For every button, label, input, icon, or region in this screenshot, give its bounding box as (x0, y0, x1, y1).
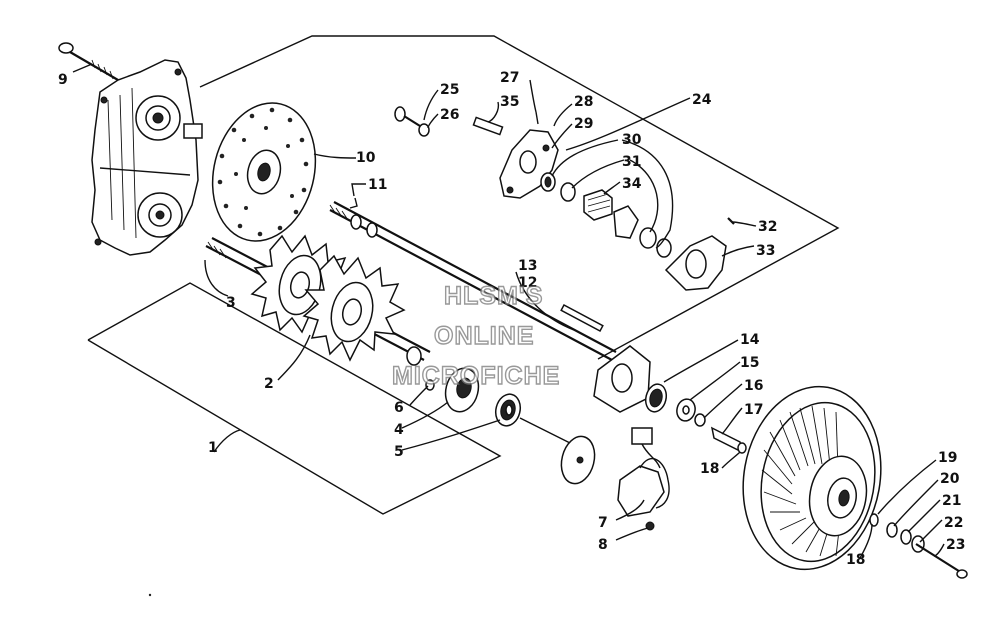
callout-13: 13 (518, 258, 537, 274)
watermark-line-3: MICROFICHE (392, 362, 560, 390)
leader-lines (72, 63, 945, 559)
callout-16: 16 (744, 378, 763, 394)
jackshaft-13 (329, 197, 617, 361)
callout-21: 21 (942, 493, 961, 509)
assembly-bracket-1 (87, 282, 502, 515)
pin-35 (472, 116, 504, 136)
callout-18a: 18 (700, 461, 719, 477)
callout-17: 17 (744, 402, 763, 418)
callout-15: 15 (740, 355, 759, 371)
seal-16 (694, 413, 706, 427)
watermark-line-1: HLSM'S (444, 282, 543, 310)
caliper-housing-33 (664, 235, 727, 291)
callout-26: 26 (440, 107, 459, 123)
speed-sensor-7 (617, 427, 670, 517)
seal-30-31 (540, 172, 576, 202)
callout-18b: 18 (846, 552, 865, 568)
callout-7: 7 (598, 515, 608, 531)
callout-35: 35 (500, 94, 519, 110)
callout-4: 4 (394, 422, 404, 438)
key-12 (560, 304, 604, 332)
brake-pad-34 (583, 189, 639, 239)
spacer-17 (710, 426, 747, 454)
callout-5: 5 (394, 444, 404, 460)
bleeder-32 (727, 217, 735, 225)
watermark: HLSM'S ONLINE MICROFICHE (391, 281, 560, 390)
track-drive-sprockets-2 (250, 234, 406, 362)
washers-19-22 (869, 513, 925, 553)
callout-20: 20 (940, 471, 960, 487)
bolt-23 (915, 543, 968, 579)
callout-1: 1 (208, 440, 218, 456)
callout-3: 3 (226, 295, 236, 311)
callout-11: 11 (368, 177, 387, 193)
washer-26 (418, 123, 430, 137)
callout-12: 12 (518, 275, 537, 291)
callout-27: 27 (500, 70, 519, 86)
callout-25: 25 (440, 82, 459, 98)
stray-dot (148, 593, 152, 597)
bearing-housing (593, 345, 651, 413)
bearing-flange-4 (444, 367, 480, 413)
bearing-5 (494, 393, 522, 427)
watermark-line-2: ONLINE (434, 322, 534, 350)
bolt-25 (394, 106, 421, 127)
bearing-14 (644, 383, 668, 413)
callout-32: 32 (758, 219, 777, 235)
callout-29: 29 (574, 116, 593, 132)
callout-30: 30 (622, 132, 642, 148)
callout-33: 33 (756, 243, 775, 259)
bolt-9 (58, 42, 119, 81)
callout-6: 6 (394, 400, 404, 416)
callout-19: 19 (938, 450, 957, 466)
callout-9: 9 (58, 72, 68, 88)
callout-24: 24 (692, 92, 712, 108)
nut-6 (425, 379, 435, 391)
brake-disc-10 (211, 102, 317, 242)
washer-15 (676, 398, 696, 422)
callout-34: 34 (622, 176, 642, 192)
assembly-bracket-24 (199, 35, 840, 360)
callout-8: 8 (598, 537, 608, 553)
callout-22: 22 (944, 515, 963, 531)
piston-rings (639, 227, 672, 258)
callout-31: 31 (622, 154, 641, 170)
callout-14: 14 (740, 332, 760, 348)
callout-2: 2 (264, 376, 274, 392)
callout-23: 23 (946, 537, 965, 553)
callout-28: 28 (574, 94, 593, 110)
callout-labels: 9 10 11 3 2 1 6 4 5 7 8 13 12 14 15 16 1… (58, 70, 965, 568)
driven-pulley (742, 385, 882, 571)
speedometer-disc (560, 435, 596, 485)
callout-10: 10 (356, 150, 376, 166)
chaincase-housing (91, 59, 203, 256)
